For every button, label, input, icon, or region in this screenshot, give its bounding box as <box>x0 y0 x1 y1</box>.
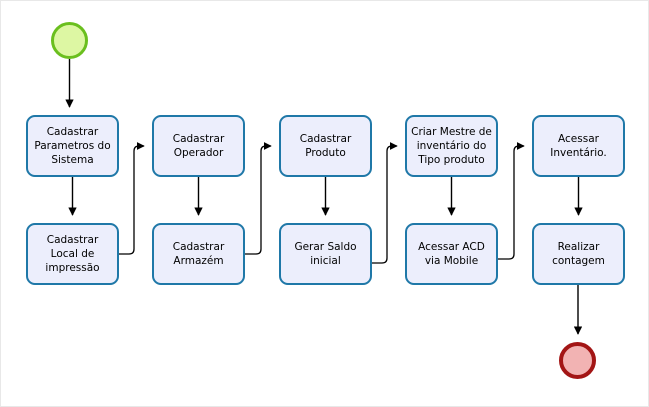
end-event[interactable] <box>559 342 596 379</box>
edge-cadastrar-local-to-cadastrar-operador <box>119 142 145 255</box>
edge-gerar-saldo-to-criar-mestre <box>372 142 398 264</box>
start-event[interactable] <box>51 22 88 59</box>
task-criar-mestre-de-inventario[interactable]: Criar Mestre de inventário do Tipo produ… <box>405 115 498 177</box>
task-cadastrar-armazem[interactable]: Cadastrar Armazém <box>152 223 245 285</box>
task-cadastrar-produto[interactable]: Cadastrar Produto <box>279 115 372 177</box>
task-acessar-acd-via-mobile[interactable]: Acessar ACD via Mobile <box>405 223 498 285</box>
edge-cadastrar-armazem-to-cadastrar-produto <box>245 142 272 255</box>
task-cadastrar-operador[interactable]: Cadastrar Operador <box>152 115 245 177</box>
task-cadastrar-parametros-do-sistema[interactable]: Cadastrar Parametros do Sistema <box>26 115 119 177</box>
edge-acessar-acd-to-acessar-inventario <box>498 142 525 260</box>
task-gerar-saldo-inicial[interactable]: Gerar Saldo inicial <box>279 223 372 285</box>
task-cadastrar-local-de-impressao[interactable]: Cadastrar Local de impressão <box>26 223 119 285</box>
task-acessar-inventario[interactable]: Acessar Inventário. <box>532 115 625 177</box>
task-realizar-contagem[interactable]: Realizar contagem <box>532 223 625 285</box>
